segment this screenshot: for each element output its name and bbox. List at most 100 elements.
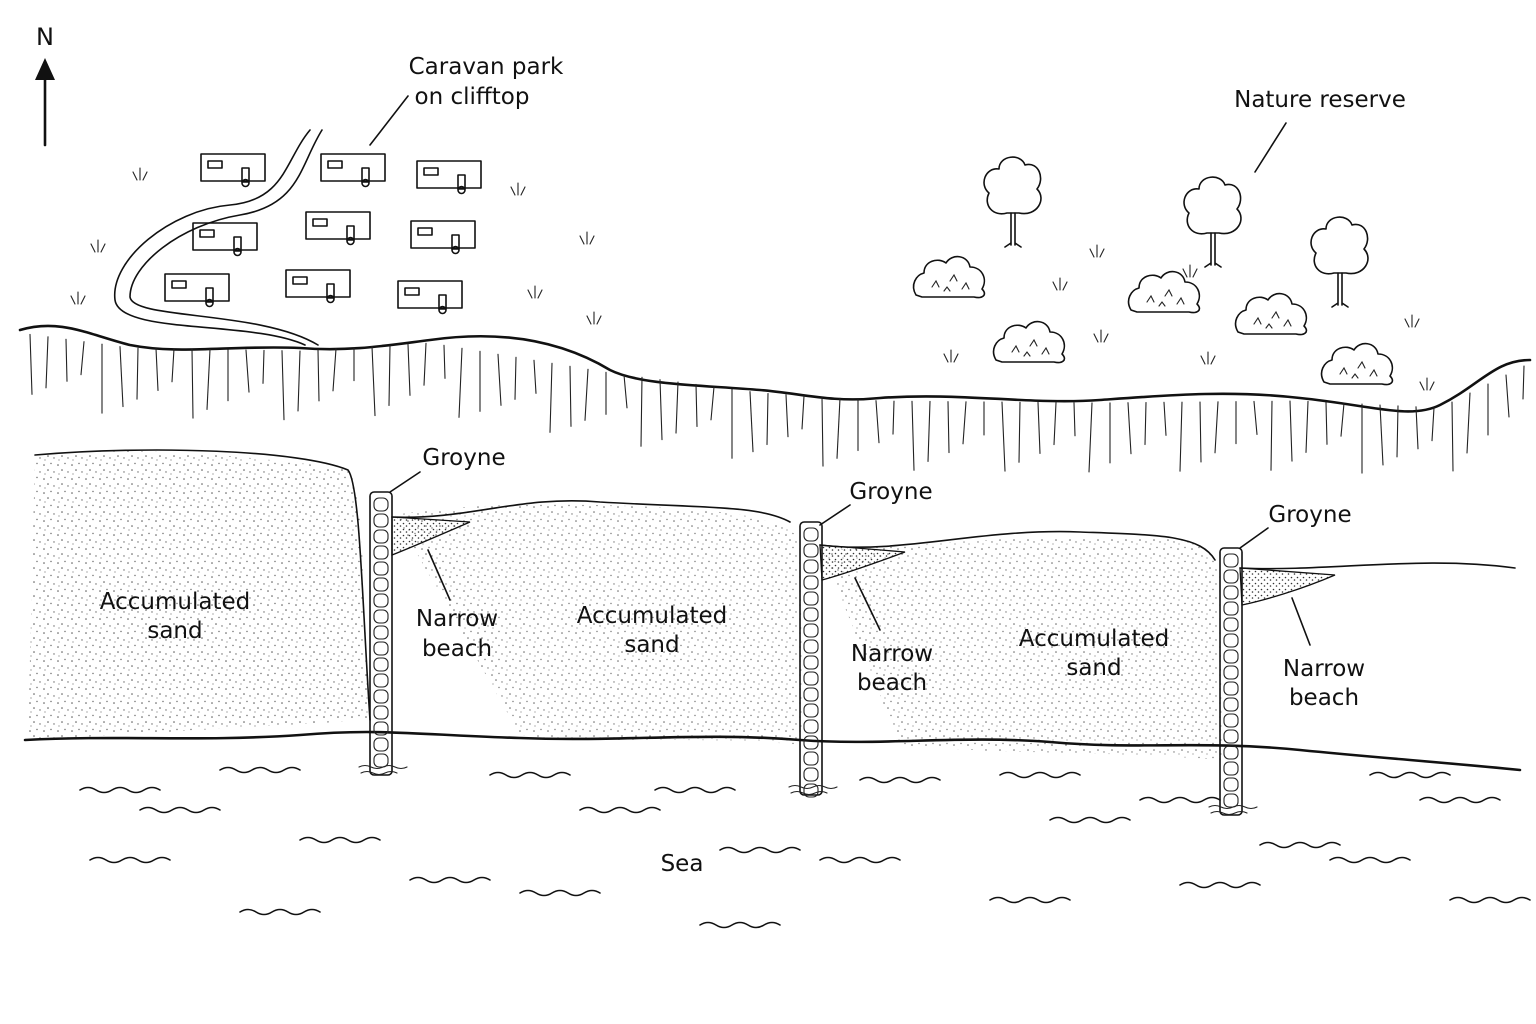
- caravan: [416, 160, 482, 195]
- cliff-hatch-line: [801, 395, 805, 430]
- groyne-block: [803, 751, 819, 766]
- cliff-hatch-line: [1144, 401, 1147, 446]
- groyne-frame: [799, 521, 823, 796]
- tree-crown: [1183, 176, 1242, 235]
- bush-texture: [1011, 338, 1050, 357]
- caravan-window: [327, 160, 343, 169]
- cliff: [18, 324, 1532, 474]
- bush-texture: [1253, 310, 1292, 329]
- cliff-hatch-line: [245, 349, 250, 393]
- groyne-block: [1223, 729, 1239, 744]
- groyne-block: [373, 705, 389, 720]
- bush-outline: [1234, 292, 1308, 336]
- caravan-door: [346, 225, 355, 241]
- tree: [983, 156, 1042, 248]
- nature-reserve: Nature reserve: [912, 87, 1406, 386]
- shoreline: [23, 730, 1522, 772]
- groyne-block: [373, 737, 389, 752]
- groyne-3: [1208, 547, 1258, 816]
- nature-reserve-label: Nature reserve: [1234, 87, 1406, 113]
- groyne-block: [1223, 633, 1239, 648]
- wave: [1139, 796, 1221, 804]
- groyne-block: [373, 529, 389, 544]
- groyne-water-ripple: [358, 764, 408, 776]
- groyne-block: [803, 735, 819, 750]
- bush-texture: [931, 273, 970, 292]
- caravan: [410, 220, 476, 255]
- caravan-wheel: [326, 294, 335, 304]
- caravan-window: [171, 280, 187, 289]
- bush: [1320, 342, 1394, 386]
- cliff-hatch-line: [171, 348, 175, 383]
- cliff-hatch-line: [785, 394, 789, 438]
- narrow-beach-3-wedge: [1239, 567, 1336, 606]
- caravan-body: [285, 269, 351, 298]
- cliff-hatch-line: [584, 368, 589, 421]
- groyne-block: [373, 673, 389, 688]
- caravan-window: [199, 229, 215, 238]
- cliff-hatch-line: [388, 344, 391, 407]
- sand-zone-3-label-line2: sand: [1066, 655, 1121, 681]
- wave: [409, 876, 491, 884]
- groyne-block: [803, 527, 819, 542]
- sand-zone-2-fill: [395, 504, 803, 745]
- groyne-block: [1223, 553, 1239, 568]
- caravan: [320, 153, 386, 188]
- groyne-1: [358, 491, 408, 776]
- caravan-wheel: [451, 245, 460, 255]
- wave: [989, 896, 1071, 904]
- groyne-block: [803, 655, 819, 670]
- cliff-hatch-line: [514, 356, 517, 400]
- grass-tuft: [132, 167, 148, 181]
- narrow-beach-3-label-line2: beach: [1289, 685, 1359, 711]
- groyne-block: [373, 545, 389, 560]
- narrow-beach-1-leader: [427, 549, 451, 601]
- cliff-hatch-line: [1214, 401, 1219, 454]
- cliff-hatch-line: [443, 344, 446, 379]
- wave: [1449, 896, 1531, 904]
- caravan-park-label-line2: on clifftop: [415, 84, 530, 110]
- cliff-hatch-line: [766, 392, 769, 446]
- groyne-block: [803, 623, 819, 638]
- grass-tuft: [579, 231, 595, 245]
- groyne-block: [1223, 697, 1239, 712]
- grass-tuft: [90, 239, 106, 253]
- tree-group: [983, 156, 1369, 308]
- cliff-hatch-line: [911, 400, 915, 471]
- wave: [1329, 856, 1411, 864]
- cliff-hatch-line: [1270, 400, 1273, 471]
- grass-tuft: [1052, 277, 1068, 291]
- caravan-door: [326, 283, 335, 299]
- cliff-hatch-line: [1163, 401, 1167, 436]
- caravan-park: Caravan park on clifftop: [114, 54, 564, 346]
- groyne-block: [1223, 745, 1239, 760]
- cliff-hatch-line: [821, 396, 824, 467]
- groyne-block: [1223, 793, 1239, 808]
- groyne-block: [373, 721, 389, 736]
- cliff-hatch-line: [458, 347, 463, 418]
- cliff-hatch-line: [1522, 365, 1525, 400]
- groyne-block: [803, 591, 819, 606]
- caravan: [192, 222, 258, 257]
- bush: [1127, 270, 1201, 314]
- tree-crown: [1310, 216, 1369, 275]
- cliff-hatch-line: [1001, 401, 1006, 472]
- wave: [299, 836, 381, 844]
- grass-tufts: [70, 167, 1435, 391]
- cliff-hatch-line: [947, 401, 950, 454]
- caravan: [164, 273, 230, 308]
- grass-tuft: [527, 285, 543, 299]
- nature-reserve-leader-line: [1254, 122, 1287, 173]
- cliff-hatch-line: [407, 343, 411, 396]
- caravan-body: [410, 220, 476, 249]
- grass-tuft: [1419, 377, 1435, 391]
- groyne-water-ripple: [1208, 804, 1258, 816]
- groyne-3-label: Groyne: [1268, 502, 1351, 528]
- caravan-group: [164, 153, 482, 315]
- caravan-wheel: [233, 247, 242, 257]
- wave: [579, 806, 661, 814]
- caravan-door: [457, 174, 466, 190]
- narrow-beach-3-leader: [1291, 597, 1311, 646]
- groyne-block: [1223, 681, 1239, 696]
